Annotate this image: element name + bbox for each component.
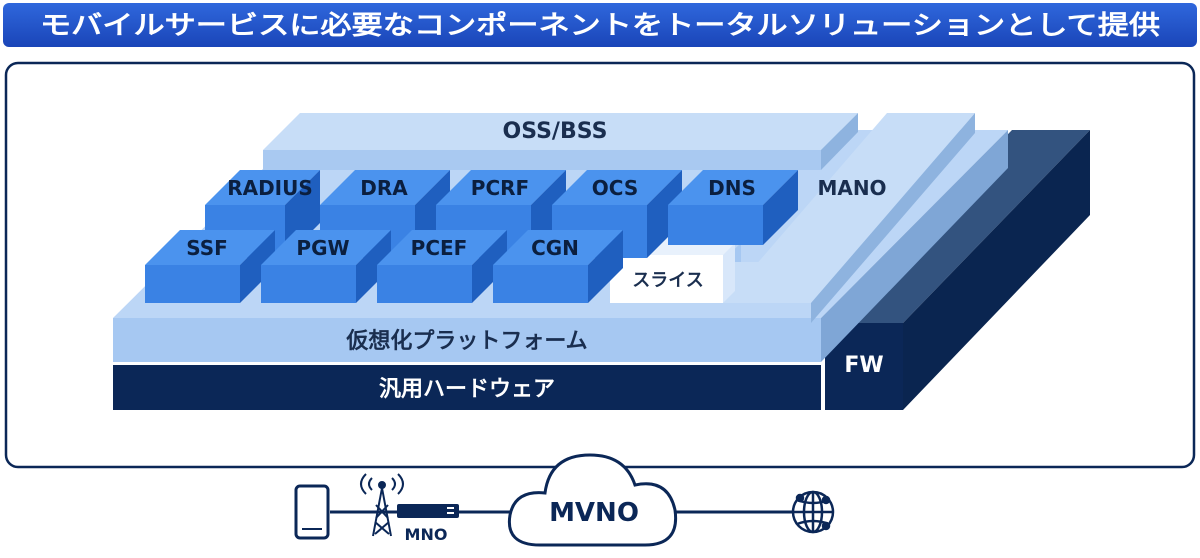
- mno-device: MNO: [397, 504, 459, 544]
- function-label: PCEF: [411, 236, 468, 260]
- oss-bss-layer: OSS/BSS: [263, 113, 858, 170]
- function-label: CGN: [531, 236, 579, 260]
- mano-label: MANO: [817, 176, 886, 200]
- fw-label: FW: [844, 353, 883, 378]
- slice-label: スライス: [632, 270, 703, 291]
- page-title: モバイルサービスに必要なコンポーネントをトータルソリューションとして提供: [40, 10, 1160, 41]
- function-block-cgn: CGN: [493, 230, 623, 303]
- function-label: RADIUS: [227, 176, 313, 200]
- mvno-cloud: MVNO: [507, 453, 678, 547]
- mno-label: MNO: [405, 525, 448, 544]
- function-label: PCRF: [471, 176, 529, 200]
- function-label: OCS: [592, 176, 638, 200]
- oss-bss-label: OSS/BSS: [503, 119, 608, 144]
- function-block-pgw: PGW: [261, 230, 391, 303]
- function-block-pcef: PCEF: [377, 230, 507, 303]
- function-label: DRA: [360, 176, 408, 200]
- smartphone-icon: [294, 484, 330, 540]
- antenna-tower-icon: [360, 473, 404, 537]
- mvno-label: MVNO: [549, 498, 639, 528]
- functions-row-front: SSF PGW PCEF CGN: [145, 230, 623, 303]
- mano-block: MANO: [723, 113, 975, 323]
- virtual-platform-label: 仮想化プラットフォーム: [345, 328, 587, 354]
- hardware-label: 汎用ハードウェア: [379, 377, 555, 402]
- title-banner: モバイルサービスに必要なコンポーネントをトータルソリューションとして提供: [3, 3, 1197, 47]
- function-label: SSF: [186, 236, 228, 260]
- function-block-dns: DNS: [668, 170, 798, 245]
- function-label: PGW: [296, 236, 349, 260]
- function-block-ssf: SSF: [145, 230, 275, 303]
- hardware-layer: 汎用ハードウェア: [113, 365, 821, 410]
- function-label: DNS: [708, 176, 756, 200]
- globe-icon: [791, 490, 835, 534]
